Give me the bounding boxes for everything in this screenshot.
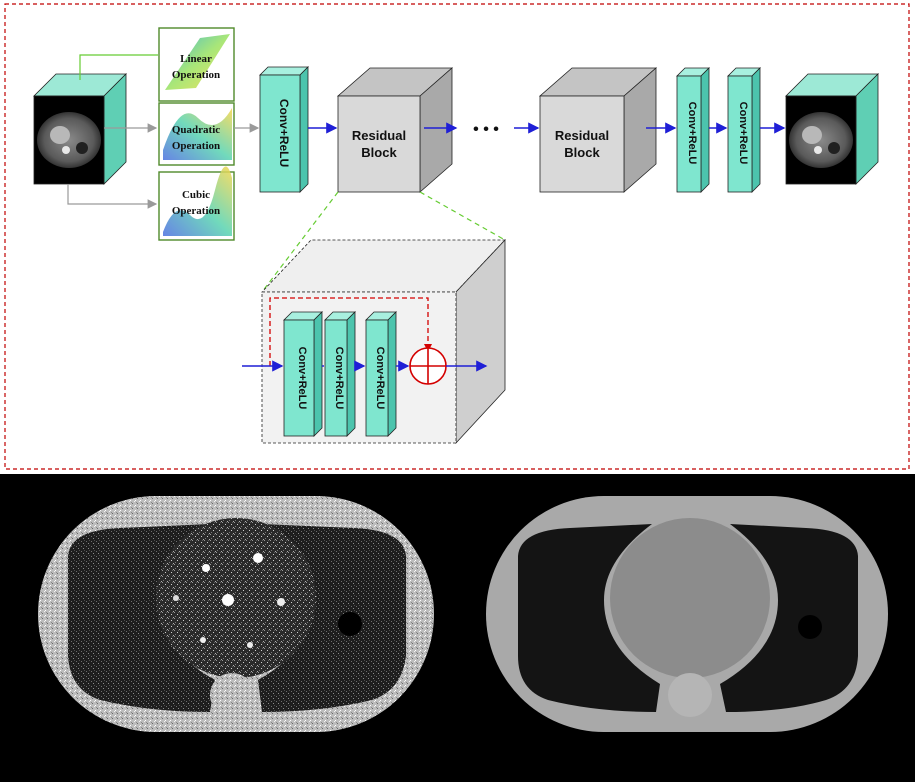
detail-conv-3: Conv+ReLU [365, 311, 397, 437]
zoom-line-left [261, 191, 339, 293]
output-ct-box [785, 73, 879, 185]
residual-block-2-label-1: Residual [555, 128, 609, 143]
conv-block-2-label: Conv+ReLU [686, 102, 698, 165]
detail-conv-3-label: Conv+ReLU [374, 347, 386, 410]
zoom-line-right [419, 191, 506, 241]
residual-block-1: Residual Block [336, 67, 454, 193]
ellipsis: • • • [473, 121, 499, 138]
op-cubic-label-1: Cubic [182, 189, 210, 201]
conv-block-2: Conv+ReLU [676, 67, 710, 193]
detail-conv-1-label: Conv+ReLU [296, 347, 308, 410]
input-ct-box [33, 73, 127, 185]
noisy-ct-slice [38, 496, 434, 732]
skip-connection [269, 297, 429, 366]
conv-block-1-label: Conv+ReLU [277, 99, 291, 167]
residual-block-2: Residual Block [538, 67, 658, 193]
conv-block-1: Conv+ReLU [259, 66, 309, 193]
denoised-ct-slice [486, 496, 888, 732]
op-cubic-label-2: Operation [172, 205, 220, 217]
op-linear-label-1: Linear [180, 53, 212, 65]
op-quadratic: Quadratic Operation [158, 102, 235, 166]
input-ct-image [37, 112, 101, 168]
sum-node [409, 347, 447, 385]
residual-block-1-label-1: Residual [352, 128, 406, 143]
op-quadratic-label-1: Quadratic [172, 124, 220, 136]
output-ct-image [789, 112, 853, 168]
conv-block-3-label: Conv+ReLU [737, 102, 749, 165]
network-frame [4, 3, 910, 470]
conv-block-3: Conv+ReLU [727, 67, 761, 193]
detail-conv-1: Conv+ReLU [283, 311, 323, 437]
residual-block-1-label-2: Block [361, 145, 397, 160]
input-to-cubic-arrow [67, 184, 158, 209]
detail-conv-2-label: Conv+ReLU [333, 347, 345, 410]
input-to-linear-line [79, 54, 158, 80]
op-linear-label-2: Operation [172, 69, 220, 81]
op-linear: Linear Operation [158, 27, 235, 102]
detail-conv-2: Conv+ReLU [324, 311, 356, 437]
op-quadratic-label-2: Operation [172, 140, 220, 152]
residual-block-2-label-2: Block [564, 145, 600, 160]
op-cubic: Cubic Operation [158, 166, 235, 241]
